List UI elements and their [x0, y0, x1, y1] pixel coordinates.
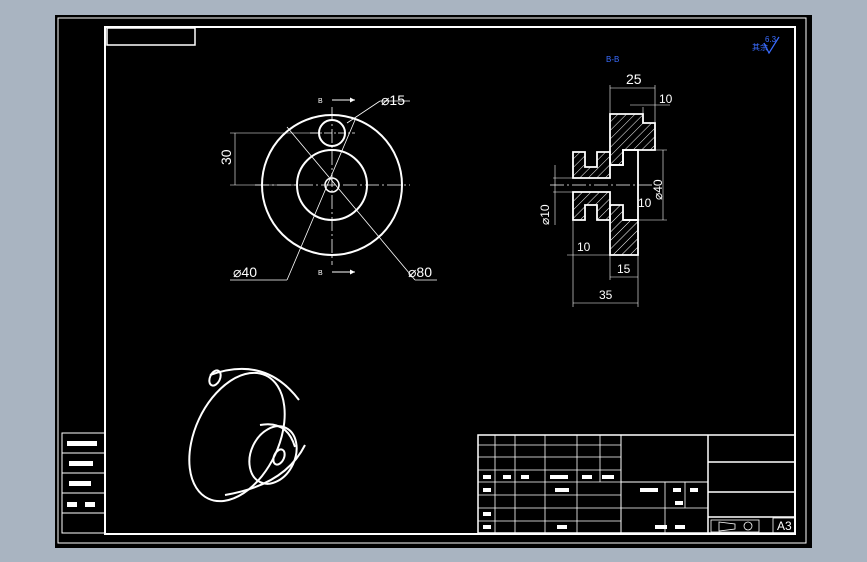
sheet-outer-border — [57, 17, 807, 544]
dim-left-len: 10 — [577, 240, 591, 254]
dim-right-gap: 10 — [638, 196, 652, 210]
isometric-view — [188, 367, 306, 503]
dim-offset: 30 — [218, 149, 234, 165]
title-block: A3 — [477, 434, 796, 534]
cut-label-top: B — [318, 98, 323, 105]
roughness-value: 6.3 — [765, 35, 777, 44]
dim-flange: 15 — [617, 262, 631, 276]
front-view: 30 ⌀15 ⌀40 ⌀80 B B — [218, 92, 437, 281]
sheet-size: A3 — [777, 519, 792, 533]
cad-drawing-canvas: 其余 6.3 B-B 30 ⌀15 ⌀40 ⌀80 B B — [55, 15, 812, 548]
dim-top-step: 10 — [659, 92, 673, 106]
roughness-symbol: 其余 6.3 — [752, 35, 780, 55]
roughness-note: 其余 — [752, 42, 768, 52]
dim-outer-dia: ⌀80 — [408, 264, 432, 280]
section-view: 25 10 ⌀10 ⌀40 10 10 15 35 — [538, 71, 673, 307]
cut-label-bottom: B — [318, 270, 323, 277]
drawing-sheet: 其余 6.3 B-B 30 ⌀15 ⌀40 ⌀80 B B — [57, 17, 807, 544]
dim-top-width: 25 — [626, 71, 642, 87]
drawing-number-box — [106, 27, 196, 46]
dim-hub-dia: ⌀40 — [233, 264, 257, 280]
dim-hole-dia: ⌀15 — [381, 92, 405, 108]
section-label: B-B — [606, 55, 619, 64]
dim-left-dia: ⌀10 — [538, 204, 552, 225]
dim-total: 35 — [599, 288, 613, 302]
dim-right-dia: ⌀40 — [651, 179, 665, 200]
side-title-column — [61, 432, 106, 534]
sheet-inner-frame — [104, 26, 796, 535]
